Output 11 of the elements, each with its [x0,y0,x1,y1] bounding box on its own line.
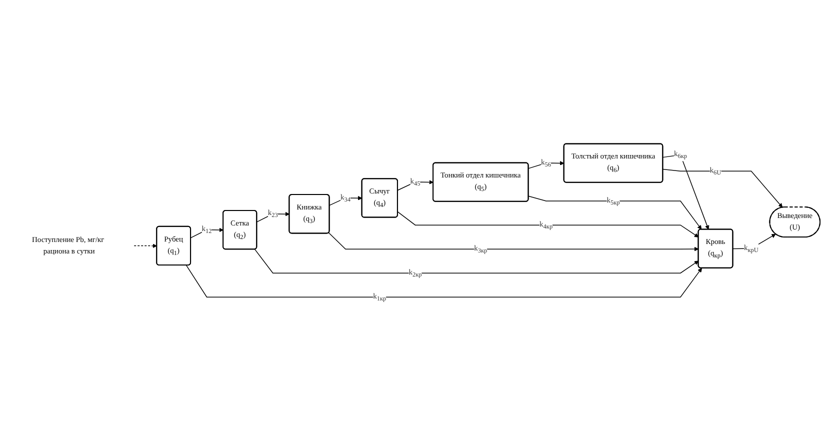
arrow [662,154,710,230]
arrow [528,196,702,230]
arrow [397,211,699,238]
arrow [254,248,699,274]
arrow [328,232,699,252]
arrow [732,234,776,250]
arrow [397,180,434,191]
arrow [186,264,702,298]
arrow [134,244,158,248]
arrow [662,168,783,208]
arrow [256,212,290,222]
